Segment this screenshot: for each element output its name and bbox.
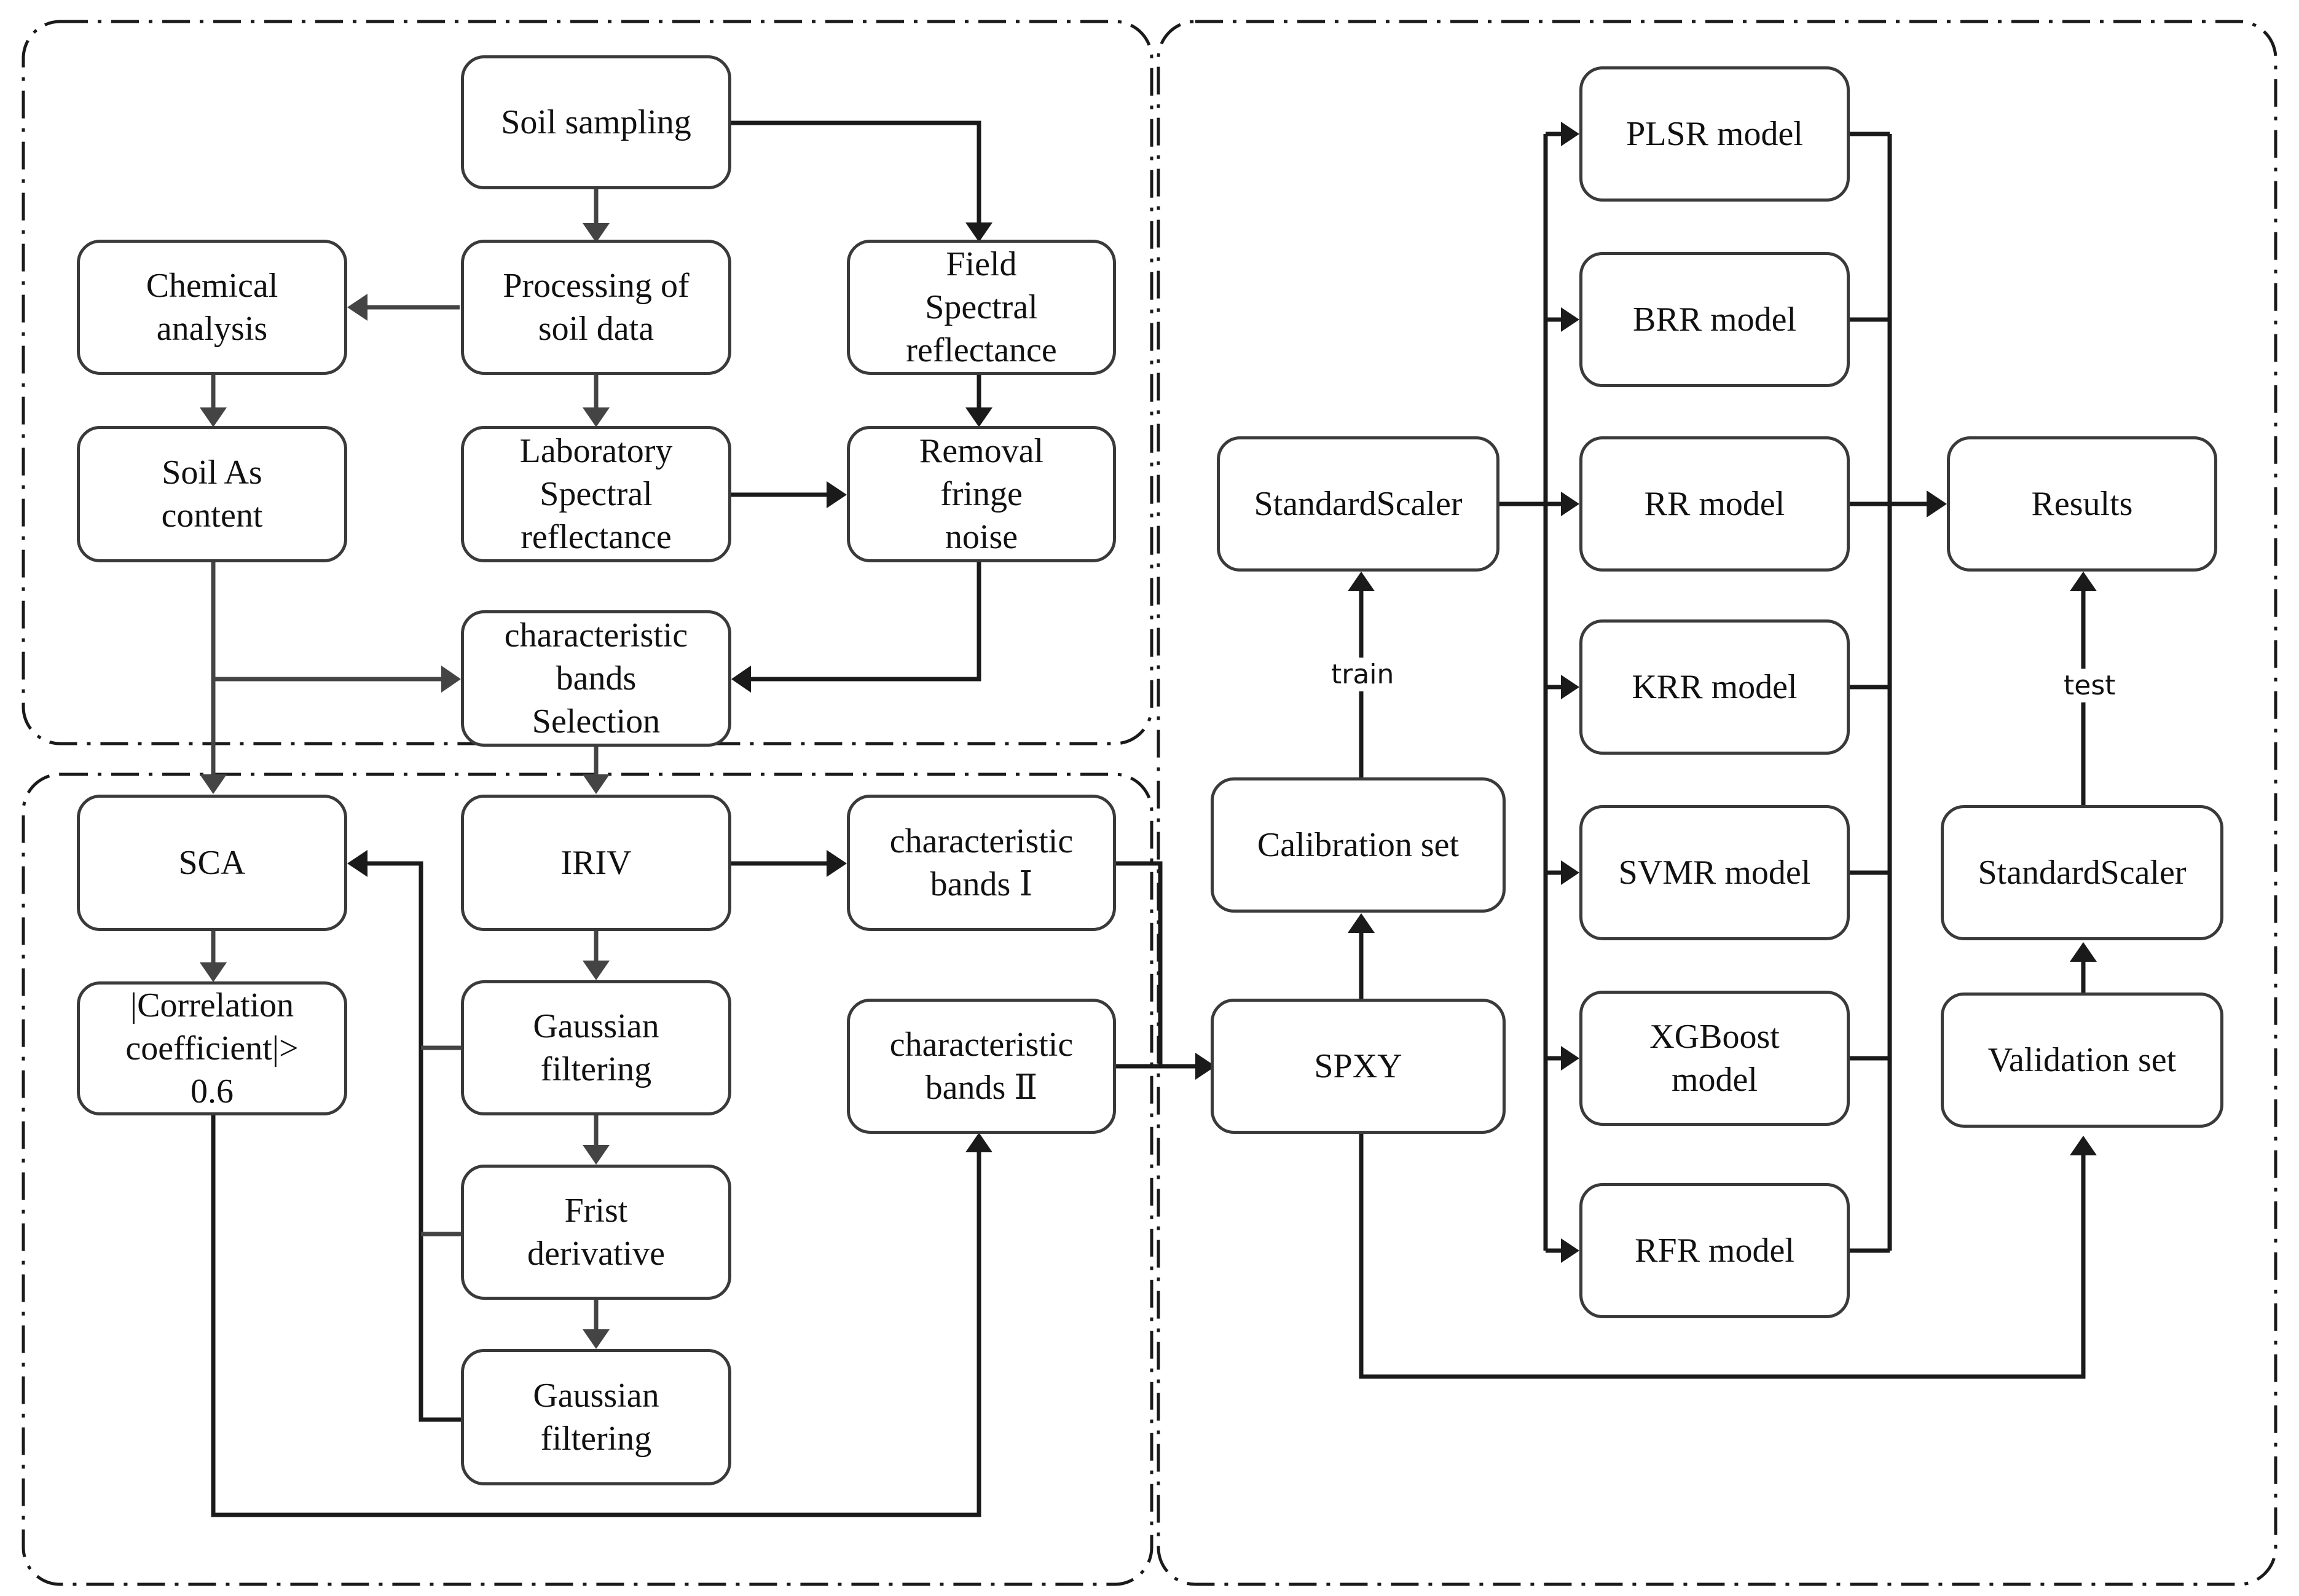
first-derivative-node: Frist derivative [461,1165,731,1300]
standard-scaler-test-node: StandardScaler [1941,805,2223,940]
brr-model-node: BRR model [1579,252,1850,387]
laboratory-spectral-node: Laboratory Spectral reflectance [461,426,731,562]
band-selection-node: characteristic bands Selection [461,610,731,747]
edge-bands1-spxy [1115,861,1163,1066]
krr-model-node: KRR model [1579,619,1850,755]
svmr-model-node: SVMR model [1579,805,1850,940]
soil-sampling-node: Soil sampling [461,55,731,189]
edge-feedback-sca [366,861,461,1422]
xgboost-model-node: XGBoost model [1579,991,1850,1126]
soil-as-content-node: Soil As content [77,426,347,562]
plsr-model-node: PLSR model [1579,66,1850,202]
train-edge-label: train [1327,658,1398,691]
chemical-analysis-node: Chemical analysis [77,240,347,375]
gaussian-filtering-1-node: Gaussian filtering [461,980,731,1115]
validation-set-node: Validation set [1941,993,2223,1128]
gaussian-filtering-2-node: Gaussian filtering [461,1349,731,1485]
test-edge-label: test [2060,669,2120,702]
standard-scaler-train-node: StandardScaler [1217,436,1499,572]
edge-sampling-field [731,120,981,222]
data-acquisition-frame [22,20,1153,745]
processing-soil-data-node: Processing of soil data [461,240,731,375]
results-node: Results [1947,436,2217,572]
characteristic-bands-1-node: characteristic bands Ⅰ [847,795,1116,931]
iriv-node: IRIV [461,795,731,931]
edge-spxy-validation [1359,1134,2086,1379]
correlation-threshold-node: |Correlation coefficient|> 0.6 [77,981,347,1115]
rr-model-node: RR model [1579,436,1850,572]
edge-removal-bandselection [751,562,981,682]
rfr-model-node: RFR model [1579,1183,1850,1318]
calibration-set-node: Calibration set [1211,777,1506,913]
removal-noise-node: Removal fringe noise [847,426,1116,562]
spxy-node: SPXY [1211,999,1506,1134]
edge-correlation-bands2 [211,1115,981,1517]
modeling-frame [1157,20,2277,1586]
field-spectral-node: Field Spectral reflectance [847,240,1116,375]
sca-node: SCA [77,795,347,931]
characteristic-bands-2-node: characteristic bands Ⅱ [847,999,1116,1134]
